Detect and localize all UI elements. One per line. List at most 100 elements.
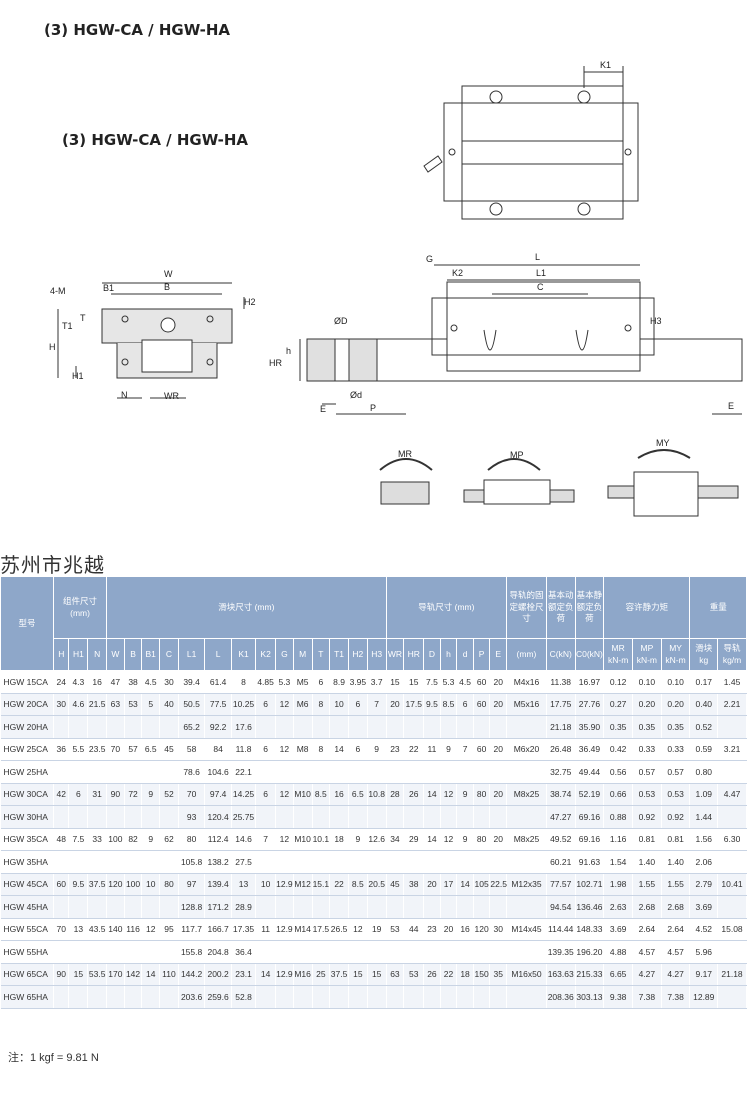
table-cell — [255, 940, 277, 964]
table-cell: 17.75 — [546, 693, 576, 716]
table-cell: 6 — [68, 783, 89, 806]
table-cell — [348, 940, 368, 964]
table-cell — [329, 805, 349, 829]
table-cell — [423, 760, 441, 784]
table-cell: 15 — [367, 963, 387, 986]
table-cell — [312, 805, 331, 829]
table-cell — [68, 760, 89, 784]
table-cell — [53, 805, 70, 829]
table-cell: 72 — [124, 783, 143, 806]
spec-table: 型号 组件尺寸 (mm) 滑块尺寸 (mm) 导轨尺寸 (mm) 导轨的固定螺栓… — [0, 576, 747, 1009]
table-cell: 8 — [231, 670, 257, 694]
table-cell: 26 — [403, 783, 425, 806]
table-cell — [506, 850, 547, 874]
table-cell: 7 — [456, 738, 474, 761]
table-cell — [423, 985, 441, 1009]
table-cell: 6 — [348, 693, 368, 716]
subheader-cell: L — [204, 638, 232, 671]
table-cell: 26.5 — [329, 918, 349, 941]
table-cell: 11 — [423, 738, 441, 761]
table-cell: 142 — [124, 963, 143, 986]
table-cell: 38 — [403, 873, 425, 896]
table-cell: 40 — [159, 693, 179, 716]
table-cell — [717, 805, 747, 829]
table-cell: 36.4 — [231, 940, 257, 964]
table-cell: 1.16 — [603, 828, 633, 851]
table-cell — [386, 940, 405, 964]
table-cell: 4.3 — [68, 670, 89, 694]
table-cell: 90 — [53, 963, 70, 986]
table-cell: 6 — [312, 670, 331, 694]
table-cell: 27.76 — [575, 693, 605, 716]
table-cell: 4.88 — [603, 940, 633, 964]
table-cell: 84 — [204, 738, 232, 761]
table-cell — [403, 850, 425, 874]
table-cell: M14 — [293, 918, 313, 941]
table-cell: 6.65 — [603, 963, 633, 986]
top-view-drawing — [423, 66, 639, 220]
table-cell: 114.44 — [546, 918, 576, 941]
table-cell — [312, 760, 331, 784]
table-cell — [87, 850, 108, 874]
header-basic-static: 基本静额定负荷 — [574, 576, 605, 639]
subheader-cell: B — [123, 638, 143, 671]
label-g: G — [426, 254, 433, 264]
table-cell — [68, 895, 89, 919]
subheader-cell: (mm) — [506, 638, 547, 671]
table-cell — [53, 760, 70, 784]
table-cell: 60 — [473, 670, 491, 694]
table-cell — [489, 850, 508, 874]
table-cell: 11.8 — [231, 738, 257, 761]
table-cell: M12 — [293, 873, 313, 896]
table-cell: 60 — [473, 738, 491, 761]
table-cell — [106, 715, 125, 739]
table-cell: 53.5 — [87, 963, 108, 986]
table-cell: 0.88 — [603, 805, 633, 829]
table-cell — [141, 850, 161, 874]
table-cell — [106, 805, 125, 829]
table-cell: M14x45 — [506, 918, 547, 941]
table-cell — [456, 805, 474, 829]
subheader-unit: kg — [699, 654, 709, 665]
table-cell: 20 — [489, 738, 508, 761]
table-cell: 20 — [423, 873, 441, 896]
table-cell: 150 — [473, 963, 491, 986]
table-cell: M5x16 — [506, 693, 547, 716]
model-cell: HGW 30CA — [0, 783, 55, 806]
table-cell: 3.21 — [717, 738, 747, 761]
table-cell — [348, 715, 368, 739]
label-h-lower: h — [286, 346, 291, 356]
table-cell: 97 — [178, 873, 206, 896]
table-cell: 94.54 — [546, 895, 576, 919]
label-e-left: E — [320, 404, 326, 414]
table-cell — [489, 895, 508, 919]
table-cell: 105 — [473, 873, 491, 896]
table-cell — [367, 715, 387, 739]
table-cell: 12 — [275, 783, 294, 806]
table-cell: 1.45 — [717, 670, 747, 694]
table-cell: 7.5 — [68, 828, 89, 851]
table-cell: 112.4 — [204, 828, 232, 851]
model-cell: HGW 65CA — [0, 963, 55, 986]
table-cell — [386, 760, 405, 784]
table-cell — [329, 850, 349, 874]
table-cell: M8x25 — [506, 828, 547, 851]
table-cell — [489, 985, 508, 1009]
table-cell: 42 — [53, 783, 70, 806]
table-cell: 14 — [456, 873, 474, 896]
table-cell — [456, 895, 474, 919]
table-cell — [456, 715, 474, 739]
table-cell: 23.5 — [87, 738, 108, 761]
model-cell: HGW 30HA — [0, 805, 55, 829]
table-cell: 10 — [255, 873, 277, 896]
table-cell: 2.21 — [717, 693, 747, 716]
header-rail-bolt: 导轨的固定螺栓尺寸 — [506, 576, 547, 639]
table-cell — [386, 895, 405, 919]
table-cell — [506, 805, 547, 829]
table-cell: 1.54 — [603, 850, 633, 874]
